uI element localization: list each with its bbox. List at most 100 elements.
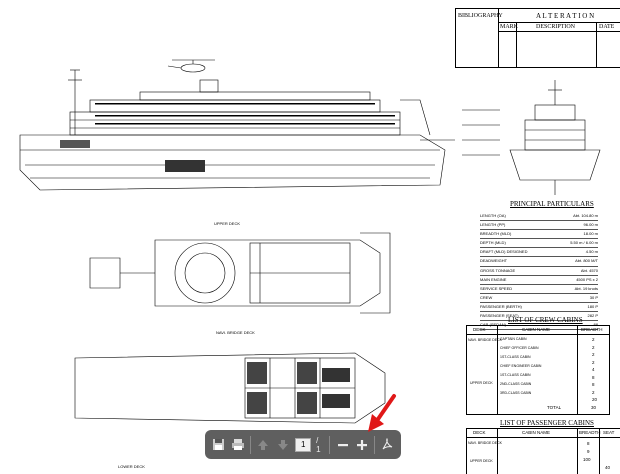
zoom-in-button[interactable] [355,437,370,453]
particulars-label: LENGTH (OA) [480,213,506,218]
save-button[interactable] [211,437,226,453]
particulars-label: MAIN ENGINE [480,276,507,282]
particulars-row: DEPTH (MLD) 5.50 m / 6.00 m [480,239,598,249]
particulars-value: 88 [593,322,598,328]
lower-deck-label: LOWER DECK [118,464,145,469]
crew-breadth-value: 2 [592,344,595,350]
toolbar-divider [374,435,376,454]
particulars-value: 180 P [587,303,598,309]
particulars-row: LENGTH (OA) Abt. 104.80 m [480,212,598,222]
particulars-label: PASSENGER (BERTH) [480,303,522,309]
particulars-value: Abt. 19 knots [574,285,598,291]
upper-deck-plan [89,232,391,314]
crew-deck-header: DECK [473,327,486,332]
crew-cabin-name: 1ST-CLASS CABIN [500,373,531,377]
acrobat-icon [382,438,393,450]
toolbar-divider [250,435,252,454]
next-page-button[interactable] [276,437,291,453]
toolbar-divider [329,435,331,454]
particulars-label: LENGTH (PP) [480,222,506,228]
particulars-row: LENGTH (PP) 96.00 m [480,221,598,231]
particulars-value: Abt. 800 M/T [575,258,598,264]
arrow-down-icon [278,439,289,450]
crew-breadth-value: 2 [592,389,595,395]
ship-profile-drawing [19,59,455,191]
crew-breadth-value: 8 [592,382,595,387]
crew-breadth-value: 4 [592,367,595,372]
particulars-row: DRAFT (MLD) DESIGNED 4.50 m [480,248,598,258]
pass-deck-header: DECK [473,430,486,435]
navi-bridge-deck-label: NAVI. BRIDGE DECK [216,330,255,335]
description-label: DESCRIPTION [536,24,576,30]
particulars-value: Abt. 4570 [580,267,598,273]
minus-icon [337,443,348,446]
crew-cabin-name: CAPTAIN CABIN [500,337,527,341]
crew-total-label: TOTAL [547,405,562,410]
particulars-value: 18.00 m [583,231,598,237]
particulars-row: PASSENGER (SEAT) 282 P [480,312,598,322]
particulars-value: 282 P [587,313,598,319]
particulars-label: SERVICE SPEED [480,285,513,291]
pass-breadth-header: BREADTH [579,430,601,435]
passenger-cabins-title: LIST OF PASSENGER CABINS [500,419,594,427]
arrow-up-icon [258,439,269,450]
crew-cabin-name: CHIEF ENGINEER CABIN [500,364,542,368]
crew-breadth-header: BREADTH [581,327,603,332]
print-button[interactable] [231,437,246,453]
crew-cabins-title: LIST OF CREW CABINS [508,316,583,324]
crew-cabin-name: 2ND-CLASS CABIN [500,382,532,386]
particulars-value: 96.00 m [583,222,598,228]
particulars-value: 30 P [589,294,598,300]
crew-cabin-name: 3RD-CLASS CABIN [500,391,532,395]
particulars-value: 4.50 m [585,249,598,255]
page-number-input[interactable]: 1 [295,437,312,452]
page-total: / 1 [316,435,321,454]
particulars-row: PASSENGER (BERTH) 180 P [480,303,598,313]
principal-particulars-table: LENGTH (OA) Abt. 104.80 m LENGTH (PP) 96.00… [480,212,598,331]
save-icon [212,439,224,450]
crew-cabins-table: DECK CABIN NAME BREADTH NAVI. BRIDGE DEC… [466,325,610,415]
crew-cabin-name-header: CABIN NAME [522,327,551,332]
date-label: DATE [599,24,615,30]
crew-breadth-value: 2 [592,337,595,342]
red-arrow-annotation [368,394,396,432]
crew-breadth-value: 20 [592,397,598,402]
particulars-value: Abt. 104.80 m [573,213,598,218]
particulars-label: CREW [480,294,493,300]
navi-bridge-deck-plan [74,352,386,424]
print-icon [231,439,244,450]
crew-breadth-value: 2 [592,359,595,365]
ship-front-view [462,80,601,195]
alteration-label: A L T E R A T I O N [536,12,595,20]
open-in-acrobat-button[interactable] [380,437,395,453]
crew-cabin-name: 1ST-CLASS CABIN [500,355,531,359]
pass-seat-header: SEAT [603,430,615,435]
passenger-cabins-table: DECK CABIN NAME BREADTH SEAT NAVI. BRIDG… [466,428,620,474]
crew-total-value: 30 [591,405,597,410]
previous-page-button[interactable] [256,437,271,453]
crew-breadth-value: 8 [592,374,595,380]
particulars-row: MAIN ENGINE 4500 PS x 2 [480,276,598,285]
particulars-row: CAR (SEDAN) 88 [480,321,598,331]
crew-deck-navi: NAVI. BRIDGE DECK [468,338,502,342]
particulars-value: 4500 PS x 2 [576,276,598,282]
zoom-out-button[interactable] [335,437,350,453]
particulars-label: DRAFT (MLD) DESIGNED [480,249,528,255]
crew-deck-upper: UPPER DECK [470,381,493,385]
plus-icon [357,439,368,450]
crew-cabin-name: CHIEF OFFICER CABIN [500,346,539,350]
pass-breadth-1: 8 [587,441,590,446]
particulars-label: GROSS TONNAGE [480,267,516,273]
particulars-label: CAR (SEDAN) [480,322,507,328]
particulars-label: DEPTH (MLD) [480,240,506,246]
alteration-block: BIBLIOGRAPHY A L T E R A T I O N MARK DE… [455,8,620,68]
particulars-label: PASSENGER (SEAT) [480,313,519,319]
pass-breadth-2: 9 [587,449,590,454]
mark-label: MARK [500,24,519,30]
particulars-row: SERVICE SPEED Abt. 19 knots [480,285,598,294]
particulars-value: 5.50 m / 6.00 m [570,240,598,246]
pass-deck-navi: NAVI. BRIDGE DECK [468,441,502,445]
particulars-row: GROSS TONNAGE Abt. 4570 [480,267,598,276]
